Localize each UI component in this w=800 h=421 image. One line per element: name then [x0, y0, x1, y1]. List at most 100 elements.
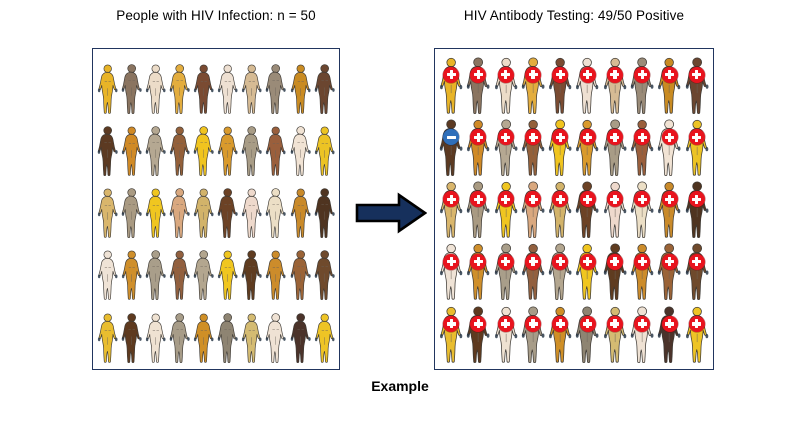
- plus-icon: [443, 253, 460, 270]
- right-arrow-icon: [355, 192, 427, 234]
- plus-icon: [525, 315, 542, 332]
- person-figure: [630, 117, 654, 177]
- person-figure: [548, 179, 572, 239]
- person-figure: [265, 179, 287, 239]
- person-figure: [685, 179, 709, 239]
- figure-caption: Example: [371, 378, 429, 394]
- person-figure: [145, 117, 166, 177]
- person-figure: [121, 241, 142, 301]
- person-figure: [290, 179, 311, 239]
- plus-icon: [470, 191, 487, 208]
- people-grid-untested: [93, 49, 339, 369]
- person-figure: [193, 117, 214, 177]
- minus-icon: [443, 129, 460, 146]
- plus-icon: [606, 191, 623, 208]
- plus-icon: [606, 66, 623, 83]
- person-figure: [241, 241, 263, 301]
- person-figure: [521, 304, 545, 364]
- plus-icon: [688, 66, 705, 83]
- person-figure: [145, 304, 166, 364]
- person-figure: [657, 55, 681, 115]
- person-figure: [548, 55, 572, 115]
- person-figure: [290, 117, 311, 177]
- plus-icon: [606, 253, 623, 270]
- person-figure: [521, 179, 545, 239]
- person-figure: [314, 241, 335, 301]
- person-figure: [575, 241, 599, 301]
- person-figure: [657, 117, 681, 177]
- person-figure: [193, 241, 214, 301]
- plus-icon: [688, 253, 705, 270]
- person-figure: [265, 304, 287, 364]
- person-figure: [521, 241, 545, 301]
- person-figure: [217, 117, 238, 177]
- plus-icon: [634, 315, 651, 332]
- person-figure: [193, 304, 214, 364]
- person-figure: [603, 241, 627, 301]
- person-figure: [290, 55, 311, 115]
- person-figure: [494, 304, 518, 364]
- person-figure: [314, 179, 335, 239]
- person-figure: [193, 55, 214, 115]
- plus-icon: [579, 315, 596, 332]
- plus-icon: [634, 129, 651, 146]
- people-row: [97, 241, 335, 301]
- person-figure: [241, 179, 262, 239]
- plus-icon: [525, 191, 542, 208]
- plus-icon: [688, 315, 705, 332]
- person-figure: [265, 241, 286, 301]
- people-row: [439, 304, 709, 364]
- plus-icon: [661, 129, 678, 146]
- person-figure: [169, 241, 190, 301]
- person-figure: [494, 117, 518, 177]
- person-figure: [97, 304, 118, 364]
- person-figure: [145, 55, 166, 115]
- person-figure: [314, 55, 335, 115]
- person-figure: [97, 241, 118, 301]
- people-row: [97, 179, 335, 239]
- hiv-infected-population-panel: [92, 48, 340, 370]
- person-figure: [466, 117, 490, 177]
- plus-icon: [688, 191, 705, 208]
- person-figure: [121, 117, 142, 177]
- plus-icon: [470, 66, 487, 83]
- person-figure: [575, 179, 599, 239]
- plus-icon: [497, 315, 514, 332]
- plus-icon: [497, 66, 514, 83]
- plus-icon: [443, 191, 460, 208]
- person-figure: [265, 117, 286, 177]
- people-row: [97, 117, 335, 177]
- person-figure: [169, 117, 190, 177]
- person-figure: [548, 117, 572, 177]
- person-figure: [265, 55, 287, 115]
- person-figure: [290, 304, 311, 364]
- plus-icon: [579, 191, 596, 208]
- plus-icon: [470, 315, 487, 332]
- plus-icon: [443, 66, 460, 83]
- person-figure: [121, 304, 142, 364]
- person-figure: [97, 117, 118, 177]
- person-figure: [217, 179, 238, 239]
- plus-icon: [470, 129, 487, 146]
- person-figure: [439, 241, 463, 301]
- people-row: [439, 55, 709, 115]
- person-figure: [685, 304, 709, 364]
- plus-icon: [579, 129, 596, 146]
- person-figure: [548, 304, 572, 364]
- plus-icon: [661, 191, 678, 208]
- plus-icon: [634, 191, 651, 208]
- plus-icon: [525, 253, 542, 270]
- people-row: [439, 179, 709, 239]
- plus-icon: [525, 66, 542, 83]
- people-row: [97, 55, 335, 115]
- person-figure: [521, 117, 545, 177]
- plus-icon: [606, 315, 623, 332]
- person-figure: [241, 55, 262, 115]
- plus-icon: [552, 191, 569, 208]
- person-figure: [121, 55, 142, 115]
- right-panel-title: HIV Antibody Testing: 49/50 Positive: [463, 8, 685, 23]
- plus-icon: [525, 129, 542, 146]
- person-figure: [169, 179, 190, 239]
- plus-icon: [470, 253, 487, 270]
- person-figure: [466, 179, 490, 239]
